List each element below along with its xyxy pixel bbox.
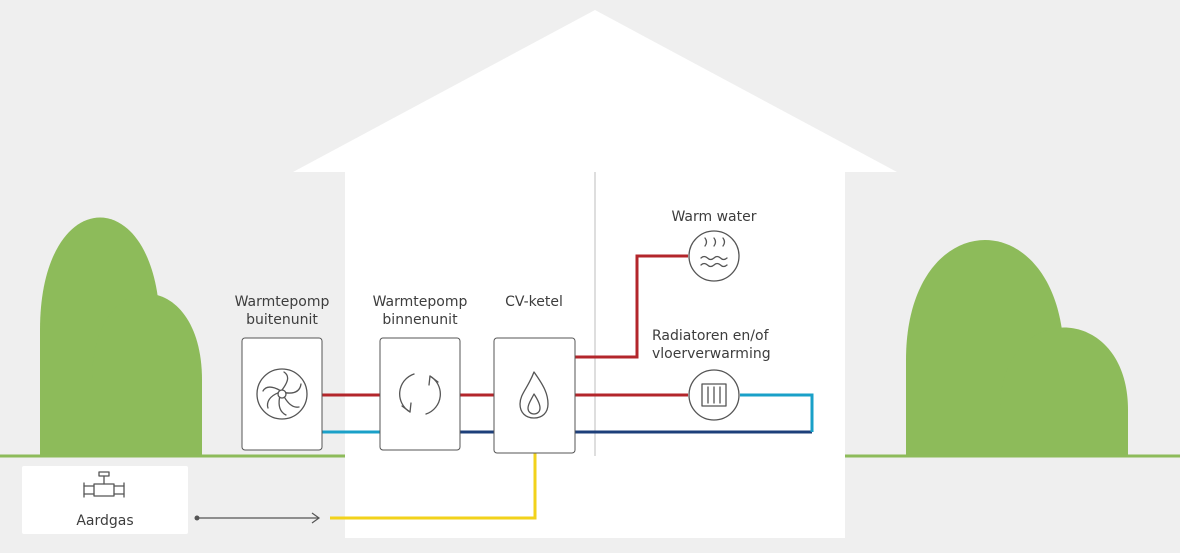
radiators-label: Radiatoren en/of vloerverwarming — [652, 328, 771, 362]
pipe-gas — [330, 453, 537, 520]
outdoor-unit — [241, 337, 323, 451]
hot-water-icon — [688, 230, 740, 282]
cycle-arrows-icon — [399, 373, 441, 415]
house-roof — [293, 10, 897, 172]
trees-left — [40, 217, 202, 456]
tree-right-front — [1000, 327, 1128, 456]
pipe-hot-warmwater — [575, 254, 688, 359]
gas-label: Aardgas — [76, 513, 134, 529]
warm-water-label: Warm water — [671, 209, 757, 225]
pipe-cold-radiator — [740, 393, 814, 432]
house — [293, 10, 897, 538]
pipes — [322, 254, 814, 520]
trees-right — [906, 240, 1128, 456]
indoor-unit-box — [379, 337, 461, 451]
fan-icon — [256, 368, 308, 420]
boiler-label: CV-ketel — [505, 294, 563, 310]
outdoor-unit-box — [241, 337, 323, 451]
gas-arrow — [194, 512, 321, 524]
gas-arrow-head — [311, 512, 321, 524]
gas-valve-icon — [83, 471, 125, 498]
boiler — [493, 337, 576, 454]
outdoor-unit-label: Warmtepomp buitenunit — [234, 294, 330, 328]
flame-icon — [519, 371, 549, 419]
indoor-unit-label: Warmtepomp binnenunit — [372, 294, 468, 328]
indoor-unit — [379, 337, 461, 451]
tree-left-front — [92, 293, 202, 456]
radiator-icon — [688, 369, 740, 421]
gas-box — [22, 466, 188, 534]
